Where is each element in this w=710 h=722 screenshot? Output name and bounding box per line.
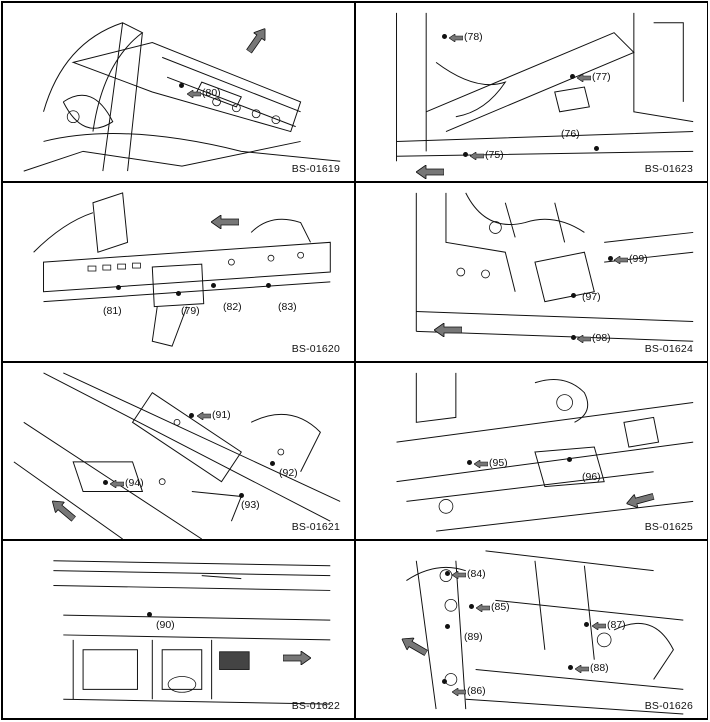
figure-id: BS-01621: [291, 521, 340, 533]
spot-weld-dot-icon: [116, 285, 121, 290]
spot-weld-dot-icon: [467, 460, 472, 465]
callout-pointer-icon: [473, 459, 489, 469]
callout-85: (85): [475, 601, 510, 613]
spot-weld-dot-icon: [442, 679, 447, 684]
callout-95: (95): [473, 457, 508, 469]
callout-84: (84): [451, 568, 486, 580]
drawing-bs-01623: [396, 12, 694, 162]
spot-weld-dot-icon: [445, 571, 450, 576]
callout-88: (88): [574, 662, 609, 674]
callout-96: (96): [582, 471, 601, 483]
panel-bs-01621: (91) (94) (92) (93) BS-01621: [2, 362, 355, 540]
panel-bs-01619: (80) BS-01619: [2, 2, 355, 182]
callout-75: (75): [469, 149, 504, 161]
callout-83: (83): [278, 301, 297, 313]
callout-76: (76): [561, 128, 580, 140]
front-direction-arrow-icon: [625, 490, 656, 511]
spot-weld-dot-icon: [266, 283, 271, 288]
drawing-bs-01619: [23, 22, 341, 172]
callout-89: (89): [464, 631, 483, 643]
spot-weld-dot-icon: [179, 83, 184, 88]
callout-pointer-icon: [475, 603, 491, 613]
callout-80: (80): [186, 87, 221, 99]
front-direction-arrow-icon: [415, 164, 445, 180]
spot-weld-dot-icon: [176, 291, 181, 296]
callout-78: (78): [448, 31, 483, 43]
spot-weld-dot-icon: [570, 74, 575, 79]
callout-81: (81): [103, 305, 122, 317]
front-direction-arrow-icon: [398, 633, 429, 659]
drawing-bs-01621: [13, 372, 341, 539]
callout-90: (90): [156, 619, 175, 631]
callout-pointer-icon: [576, 334, 592, 344]
callout-pointer-icon: [196, 411, 212, 421]
callout-94: (94): [109, 477, 144, 489]
callout-91: (91): [196, 409, 231, 421]
spot-weld-dot-icon: [211, 283, 216, 288]
callout-pointer-icon: [574, 664, 590, 674]
spot-weld-dot-icon: [567, 457, 572, 462]
spot-weld-dot-icon: [568, 665, 573, 670]
drawing-bs-01624: [415, 192, 694, 342]
front-direction-arrow-icon: [282, 650, 312, 666]
callout-77: (77): [576, 71, 611, 83]
front-direction-arrow-icon: [243, 25, 271, 56]
figure-id: BS-01624: [644, 343, 693, 355]
figure-id: BS-01620: [291, 343, 340, 355]
spot-weld-dot-icon: [239, 493, 244, 498]
figure-id: BS-01619: [291, 163, 340, 175]
callout-pointer-icon: [451, 687, 467, 697]
callout-99: (99): [613, 253, 648, 265]
spot-weld-dot-icon: [584, 622, 589, 627]
spot-weld-dot-icon: [445, 624, 450, 629]
callout-pointer-icon: [469, 151, 485, 161]
drawing-bs-01622: [53, 560, 331, 705]
spot-weld-dot-icon: [103, 480, 108, 485]
callout-pointer-icon: [591, 621, 607, 631]
callout-pointer-icon: [613, 255, 629, 265]
callout-pointer-icon: [109, 479, 125, 489]
callout-79: (79): [181, 305, 200, 317]
spot-weld-dot-icon: [608, 256, 613, 261]
drawing-bs-01620: [33, 192, 331, 347]
spot-weld-dot-icon: [571, 335, 576, 340]
callout-97: (97): [582, 291, 601, 303]
spot-weld-dot-icon: [189, 413, 194, 418]
spot-weld-dot-icon: [469, 604, 474, 609]
front-direction-arrow-icon: [210, 214, 240, 230]
callout-pointer-icon: [186, 89, 202, 99]
callout-pointer-icon: [448, 33, 464, 43]
callout-pointer-icon: [451, 570, 467, 580]
spot-weld-dot-icon: [571, 293, 576, 298]
callout-93: (93): [241, 499, 260, 511]
figure-id: BS-01625: [644, 521, 693, 533]
spot-weld-dot-icon: [147, 612, 152, 617]
front-direction-arrow-icon: [48, 496, 78, 525]
front-direction-arrow-icon: [433, 322, 463, 338]
panel-bs-01625: (95) (96) BS-01625: [355, 362, 708, 540]
panel-bs-01620: (81) (79) (82) (83) BS-01620: [2, 182, 355, 362]
spot-weld-dot-icon: [442, 34, 447, 39]
panel-bs-01624: (99) (97) (98) BS-01624: [355, 182, 708, 362]
drawing-bs-01626: [406, 550, 684, 715]
callout-98: (98): [576, 332, 611, 344]
spot-weld-dot-icon: [594, 146, 599, 151]
figure-id: BS-01623: [644, 163, 693, 175]
drawing-bs-01625: [396, 372, 694, 532]
figure-id: BS-01626: [644, 700, 693, 712]
callout-pointer-icon: [576, 73, 592, 83]
spot-weld-dot-icon: [463, 152, 468, 157]
callout-86: (86): [451, 685, 486, 697]
callout-87: (87): [591, 619, 626, 631]
callout-82: (82): [223, 301, 242, 313]
panel-bs-01623: (78) (77) (76) (75) BS-01623: [355, 2, 708, 182]
figure-id: BS-01622: [291, 700, 340, 712]
panel-bs-01626: (84) (85) (89) (87) (88) (86) BS-01626: [355, 540, 708, 719]
spot-weld-dot-icon: [270, 461, 275, 466]
panel-bs-01622: (90) BS-01622: [2, 540, 355, 719]
callout-92: (92): [279, 467, 298, 479]
